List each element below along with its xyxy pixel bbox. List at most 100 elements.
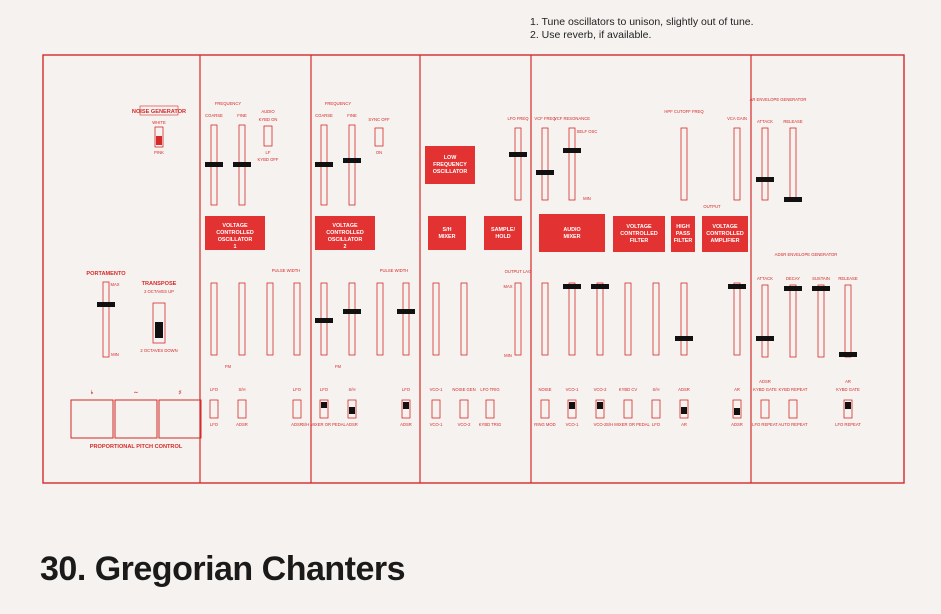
vco2-coarse-knob[interactable] bbox=[315, 162, 333, 167]
vco2-switch-3[interactable] bbox=[401, 399, 411, 419]
sh-lag-slider[interactable] bbox=[514, 282, 522, 356]
portamento-max: MAX bbox=[110, 282, 119, 287]
mixer-noise-slider[interactable] bbox=[541, 282, 549, 356]
vca-env-knob[interactable] bbox=[728, 284, 746, 289]
sh-switch-2[interactable] bbox=[459, 399, 469, 419]
sh-vco1-slider[interactable] bbox=[432, 282, 440, 356]
vco2-fm-knob-b[interactable] bbox=[343, 309, 361, 314]
flt-switch-2[interactable] bbox=[567, 399, 577, 419]
adsr-decay-slider[interactable] bbox=[789, 284, 797, 358]
vco1-kybd-on: KYBD ON bbox=[259, 117, 278, 122]
vco2-pw-width-slider[interactable] bbox=[376, 282, 384, 356]
vcf-res-slider[interactable] bbox=[568, 127, 576, 201]
ppc-pad-sharp[interactable] bbox=[158, 399, 202, 439]
flt-switch-3[interactable] bbox=[595, 399, 605, 419]
ar-attack-knob[interactable] bbox=[756, 177, 774, 182]
vco1-switch-3[interactable] bbox=[292, 399, 302, 419]
vcf-adsr-knob[interactable] bbox=[675, 336, 693, 341]
adsr-sustain-slider[interactable] bbox=[817, 284, 825, 358]
vcf-res-knob[interactable] bbox=[563, 148, 581, 153]
portamento-slider[interactable] bbox=[102, 281, 110, 358]
sh-noise-slider[interactable] bbox=[460, 282, 468, 356]
env-repeat-switch[interactable] bbox=[788, 399, 798, 419]
vco2-fm-slider-b[interactable] bbox=[348, 282, 356, 356]
vco1-fine-knob[interactable] bbox=[233, 162, 251, 167]
ppc-pad-vibrato[interactable] bbox=[114, 399, 158, 439]
sh-mixer-module bbox=[428, 216, 466, 250]
adsr-release-slider[interactable] bbox=[844, 284, 852, 358]
vcf-module bbox=[613, 216, 665, 252]
vco1-fm-slider-b[interactable] bbox=[238, 282, 246, 356]
vco1-fm-slider-a[interactable] bbox=[210, 282, 218, 356]
vco2-sync-switch[interactable] bbox=[374, 127, 384, 147]
vco1-switch-2[interactable] bbox=[237, 399, 247, 419]
flt-switch-5[interactable] bbox=[651, 399, 661, 419]
flt-sw3-bot: VCO-2 bbox=[594, 422, 607, 427]
ar-release-label: RELEASE bbox=[783, 119, 803, 124]
vco2-fm-knob-a[interactable] bbox=[315, 318, 333, 323]
filter-section: VCF FREQ VCF RESONANCE SELF OSC MIN HPF … bbox=[534, 109, 704, 427]
ar-release-slider[interactable] bbox=[789, 127, 797, 201]
vco1-coarse-knob[interactable] bbox=[205, 162, 223, 167]
hpf-slider[interactable] bbox=[680, 127, 688, 201]
ar-release-knob[interactable] bbox=[784, 197, 802, 202]
sample-hold-label: SAMPLE/HOLD bbox=[491, 227, 515, 240]
vca-env-slider[interactable] bbox=[733, 282, 741, 356]
portamento-knob[interactable] bbox=[97, 302, 115, 307]
sh-switch-3[interactable] bbox=[485, 399, 495, 419]
vco2-pw-mod-knob[interactable] bbox=[397, 309, 415, 314]
vco1-switch-1[interactable] bbox=[209, 399, 219, 419]
vco1-range-switch[interactable] bbox=[263, 125, 273, 147]
vco1-frequency-label: FREQUENCY bbox=[215, 101, 241, 106]
vco2-switch-2[interactable] bbox=[347, 399, 357, 419]
flt-switch-4[interactable] bbox=[623, 399, 633, 419]
lfo-freq-knob[interactable] bbox=[509, 152, 527, 157]
vca-switch[interactable] bbox=[732, 399, 742, 419]
transpose-switch[interactable] bbox=[152, 302, 166, 344]
adsr-trig-switch[interactable] bbox=[760, 399, 770, 419]
ar-kybd-gate: KYBD GATE bbox=[836, 387, 860, 392]
vca-gain-slider[interactable] bbox=[733, 127, 741, 201]
vco2-pw-mod-slider[interactable] bbox=[402, 282, 410, 356]
vco2-sw3-bot: ADSR bbox=[400, 422, 412, 427]
adsr-sustain-knob[interactable] bbox=[812, 286, 830, 291]
vcf-adsr-slider[interactable] bbox=[680, 282, 688, 356]
section-dividers bbox=[199, 55, 752, 483]
vcf-freq-knob[interactable] bbox=[536, 170, 554, 175]
vcf-sh-slider[interactable] bbox=[652, 282, 660, 356]
vco1-pw-width-slider[interactable] bbox=[266, 282, 274, 356]
adsr-release-knob[interactable] bbox=[839, 352, 857, 357]
adsr-decay-knob[interactable] bbox=[784, 286, 802, 291]
transpose: TRANSPOSE 2 OCTAVES UP 2 OCTAVES DOWN bbox=[140, 281, 177, 353]
adsr-attack-slider[interactable] bbox=[761, 284, 769, 358]
vca-module bbox=[702, 216, 748, 252]
lfo-freq-slider[interactable] bbox=[514, 127, 522, 201]
vco2-fine-knob[interactable] bbox=[343, 158, 361, 163]
vco1-pw-mod-slider[interactable] bbox=[293, 282, 301, 356]
vco2-fm-label: FM bbox=[335, 364, 342, 369]
ppc-pad-flat[interactable] bbox=[70, 399, 114, 439]
noise-switch[interactable] bbox=[154, 126, 164, 148]
flt-switch-6[interactable] bbox=[679, 399, 689, 419]
mixer-vco1-slider[interactable] bbox=[568, 282, 576, 356]
vco2-switch-1[interactable] bbox=[319, 399, 329, 419]
ar-attack-label: ATTACK bbox=[757, 119, 773, 124]
vcf-freq-slider[interactable] bbox=[541, 127, 549, 201]
mixer-vco1-knob[interactable] bbox=[563, 284, 581, 289]
flt-switch-1[interactable] bbox=[540, 399, 550, 419]
vco2-fine-slider[interactable] bbox=[348, 124, 356, 206]
vcf-kybd-slider[interactable] bbox=[624, 282, 632, 356]
flt-sw5-bot: LFO bbox=[652, 422, 661, 427]
filter-switch-row: NOISE RING MOD VCO-1 VCO-1 VCO-2 VCO-2 K… bbox=[534, 387, 690, 427]
mixer-vco2-knob[interactable] bbox=[591, 284, 609, 289]
mixer-vco2-slider[interactable] bbox=[596, 282, 604, 356]
adsr-attack-knob[interactable] bbox=[756, 336, 774, 341]
transpose-label: TRANSPOSE bbox=[142, 281, 177, 287]
flt-sw4-top: KYBD CV bbox=[619, 387, 638, 392]
flt-sw1-bot: RING MOD bbox=[534, 422, 555, 427]
ar-trig-switch[interactable] bbox=[843, 399, 853, 419]
ar-attack-slider[interactable] bbox=[761, 127, 769, 201]
sh-switch-1[interactable] bbox=[431, 399, 441, 419]
